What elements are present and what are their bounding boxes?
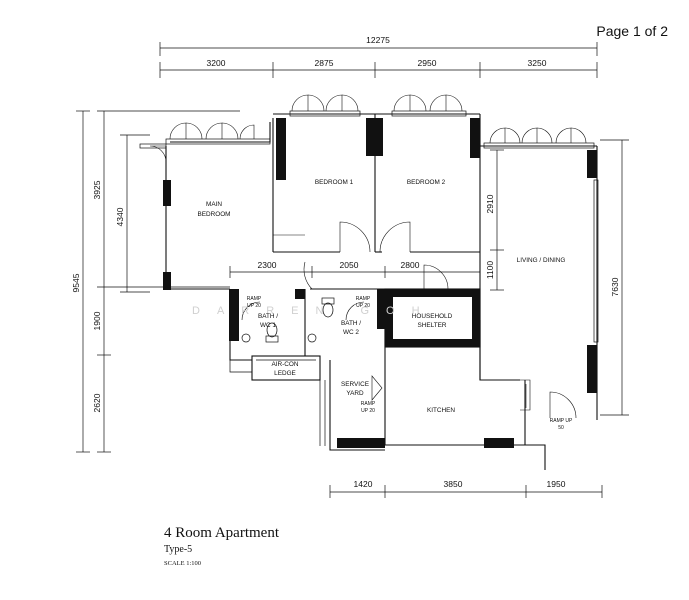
dim-bottom-2: 3850 xyxy=(444,479,463,489)
dim-overall-width: 12275 xyxy=(366,35,390,45)
dim-right: 7630 xyxy=(610,277,620,296)
ramp-bath1-line1: RAMP xyxy=(247,296,262,302)
dim-inner-2910: 2910 xyxy=(485,194,495,213)
dim-bottom-3: 1950 xyxy=(547,479,566,489)
room-aircon-ledge-line1: AIR-CON xyxy=(272,361,299,368)
fixtures xyxy=(241,297,335,343)
room-living-dining: LIVING / DINING xyxy=(517,257,566,264)
room-service-yard-line2: YARD xyxy=(346,390,364,397)
doors xyxy=(241,221,577,419)
ramp-labels: RAMP UP 20 RAMP UP 20 RAMP UP 20 RAMP UP… xyxy=(247,296,573,431)
dimension-labels: 12275 3200 2875 2950 3250 2300 2050 2800… xyxy=(71,35,620,489)
room-bath-1-line2: WC 1 xyxy=(260,322,276,329)
ramp-bath2-line1: RAMP xyxy=(356,296,371,302)
ramp-bath1-line2: UP 20 xyxy=(247,303,261,309)
room-aircon-ledge-line2: LEDGE xyxy=(274,370,296,377)
dim-mid-1: 2300 xyxy=(258,260,277,270)
room-main-bedroom-line1: MAIN xyxy=(206,201,222,208)
dim-top-4: 3250 xyxy=(528,58,547,68)
room-bath-2-line2: WC 2 xyxy=(343,329,359,336)
toilet-icon xyxy=(265,322,279,343)
dim-left-2: 1900 xyxy=(92,311,102,330)
room-kitchen: KITCHEN xyxy=(427,407,455,414)
dim-left-1: 3925 xyxy=(92,180,102,199)
plan-scale: SCALE 1:100 xyxy=(164,560,201,567)
dim-left-3: 2620 xyxy=(92,393,102,412)
dim-left-inner: 4340 xyxy=(115,207,125,226)
dim-mid-3: 2800 xyxy=(401,260,420,270)
room-bath-2-line1: BATH / xyxy=(341,320,361,327)
room-labels: MAIN BEDROOM BEDROOM 1 BEDROOM 2 LIVING … xyxy=(197,179,565,414)
page-indicator: Page 1 of 2 xyxy=(596,23,668,39)
room-bedroom-2: BEDROOM 2 xyxy=(407,179,446,186)
dim-top-1: 3200 xyxy=(207,58,226,68)
ramp-yard-line2: UP 20 xyxy=(361,408,375,414)
watermark: DARREN GOH xyxy=(192,305,437,317)
plan-type: Type-5 xyxy=(164,544,192,555)
ramp-bath2-line2: UP 20 xyxy=(356,303,370,309)
title-block: 4 Room Apartment Type-5 SCALE 1:100 xyxy=(164,525,280,567)
room-bath-1-line1: BATH / xyxy=(258,313,278,320)
room-shelter-line2: SHELTER xyxy=(417,322,446,329)
room-bedroom-1: BEDROOM 1 xyxy=(315,179,354,186)
room-service-yard-line1: SERVICE xyxy=(341,381,369,388)
dim-bottom-1: 1420 xyxy=(354,479,373,489)
dimension-lines xyxy=(76,42,629,498)
windows xyxy=(139,94,599,343)
dim-top-3: 2950 xyxy=(418,58,437,68)
room-shelter-line1: HOUSEHOLD xyxy=(412,313,453,320)
solid-walls xyxy=(163,118,597,448)
dim-left-overall: 9545 xyxy=(71,273,81,292)
dim-mid-2: 2050 xyxy=(340,260,359,270)
dim-inner-1100: 1100 xyxy=(485,261,495,280)
basin-icon xyxy=(241,333,251,343)
ramp-entrance-line2: 50 xyxy=(558,425,564,431)
plan-title: 4 Room Apartment xyxy=(164,525,280,541)
dim-top-2: 2875 xyxy=(315,58,334,68)
toilet-icon xyxy=(321,297,335,318)
room-main-bedroom-line2: BEDROOM xyxy=(197,211,230,218)
ramp-entrance-line1: RAMP UP xyxy=(550,418,573,424)
basin-icon xyxy=(307,333,317,343)
ramp-yard-line1: RAMP xyxy=(361,401,376,407)
